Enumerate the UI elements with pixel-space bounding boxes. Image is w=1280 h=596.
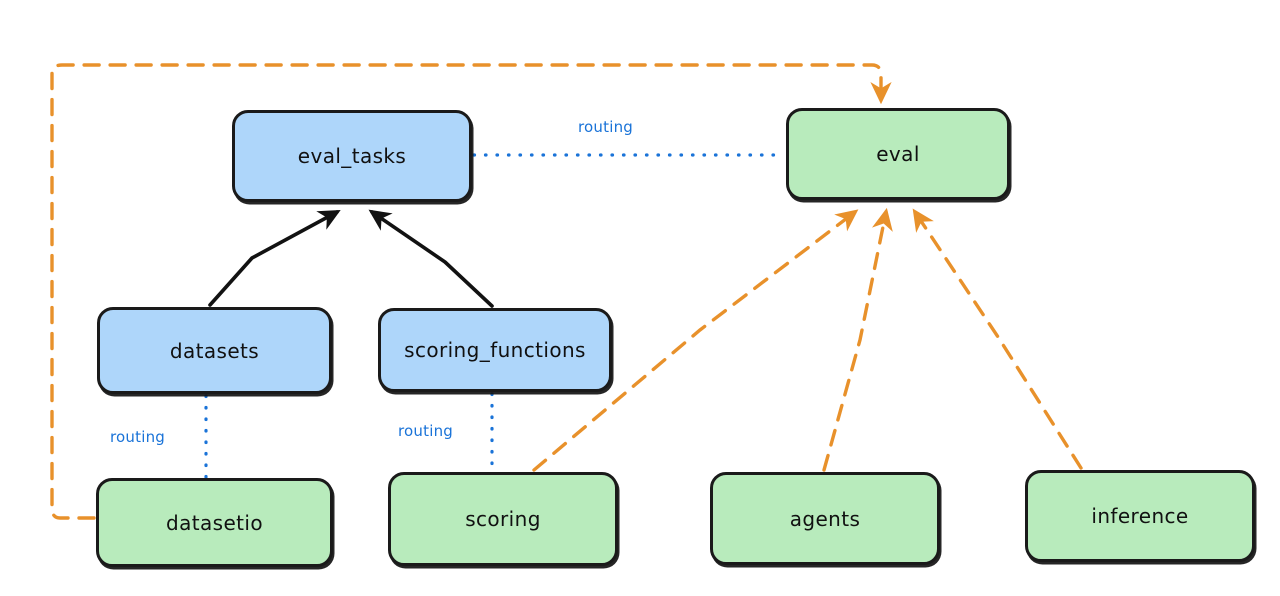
node-scoring[interactable]: scoring [388,472,618,566]
node-eval[interactable]: eval [786,108,1010,200]
node-label-agents: agents [789,506,861,531]
edge-scoring-to-eval [532,209,859,472]
node-label-datasets: datasets [169,338,260,363]
node-label-scoring-functions: scoring_functions [404,338,586,362]
edge-label-routing-datasets-datasetio: routing [110,428,165,446]
edge-scoring-functions-to-eval-tasks [368,209,494,308]
node-label-scoring: scoring [465,507,541,531]
node-label-eval: eval [876,142,920,166]
node-datasets[interactable]: datasets [97,307,332,394]
node-eval-tasks[interactable]: eval_tasks [232,110,472,202]
edge-label-routing-eval-tasks-eval: routing [578,118,633,136]
node-agents[interactable]: agents [710,472,940,565]
edge-datasetio-to-eval [50,63,892,520]
node-label-eval-tasks: eval_tasks [297,144,407,168]
node-scoring-functions[interactable]: scoring_functions [378,308,612,392]
node-label-inference: inference [1091,504,1189,528]
edge-agents-to-eval [822,207,893,472]
edge-inference-to-eval [912,208,1083,470]
edge-label-routing-scoring-functions-scoring: routing [398,422,453,440]
node-inference[interactable]: inference [1025,470,1255,562]
node-datasetio[interactable]: datasetio [96,478,333,567]
node-label-datasetio: datasetio [165,510,263,535]
edge-datasets-to-eval-tasks [208,210,341,307]
